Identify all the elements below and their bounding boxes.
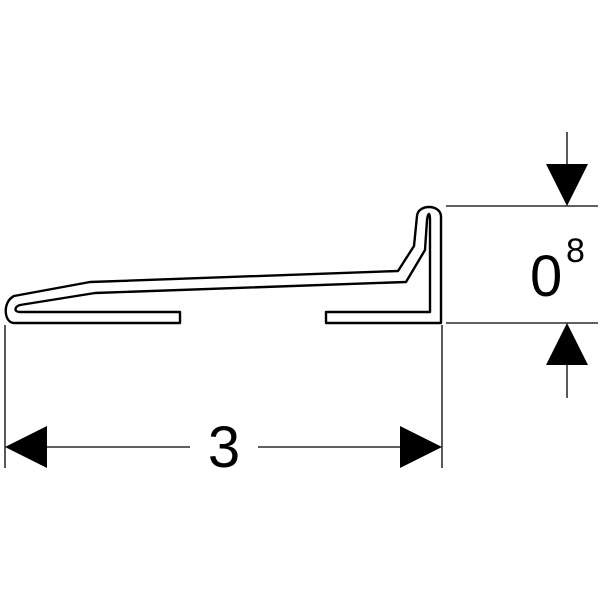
height-arrow-bottom (546, 323, 588, 365)
width-label: 3 (208, 415, 240, 480)
width-arrow-left (5, 426, 47, 468)
height-label-sup: 8 (566, 232, 585, 270)
profile-outline (4, 205, 443, 325)
height-arrow-top (546, 164, 588, 206)
height-label-main: 0 (530, 244, 562, 309)
width-arrow-right (400, 426, 442, 468)
